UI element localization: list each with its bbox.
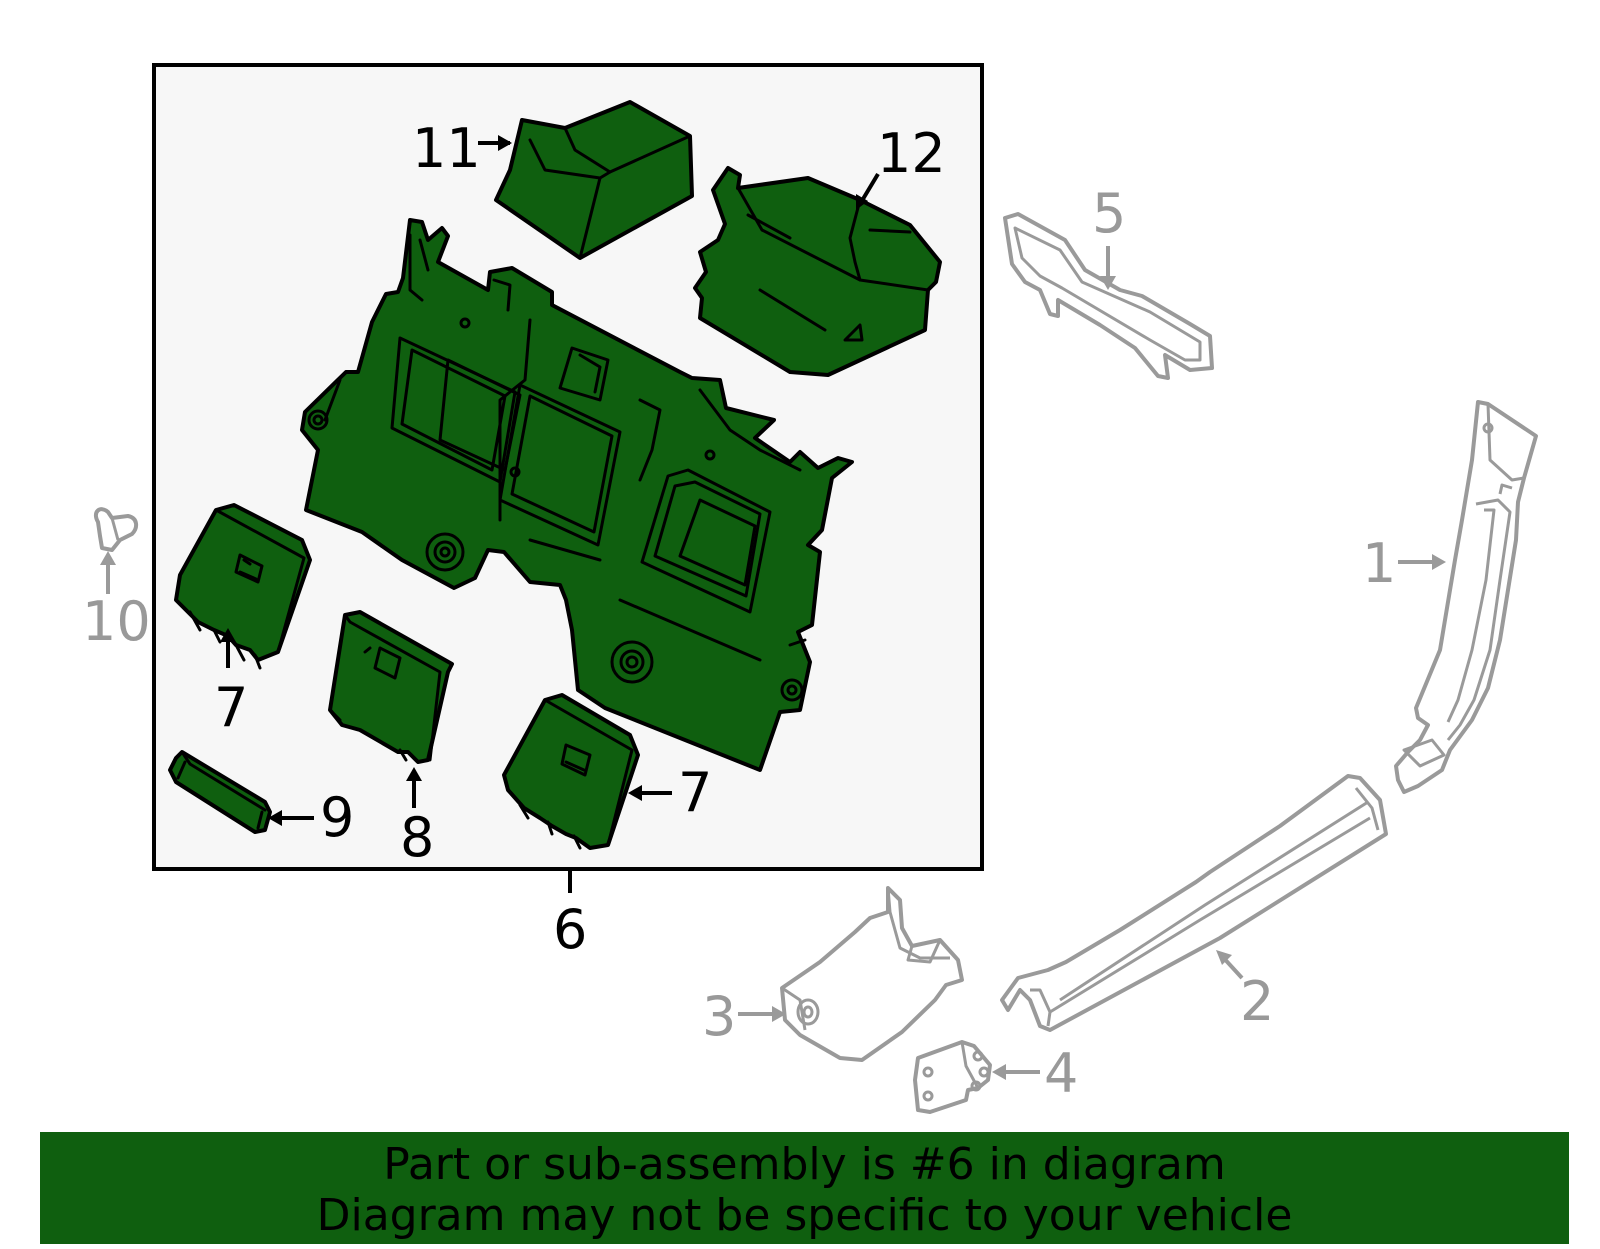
part-7-cover-left[interactable] [174,503,312,670]
part-1-pillar-trim[interactable] [1394,400,1538,794]
callout-5: 5 [1092,182,1126,245]
callout-7-left: 7 [214,676,248,739]
part-2-sill-plate[interactable] [1000,774,1388,1032]
callout-2: 2 [1240,970,1274,1033]
callout-1: 1 [1362,532,1396,595]
info-banner: Part or sub-assembly is #6 in diagram Di… [40,1132,1569,1244]
part-6-rear-panel[interactable] [300,218,854,772]
part-3-bracket[interactable] [780,886,964,1062]
callout-6: 6 [553,898,587,961]
callout-9: 9 [320,786,354,849]
leader-lines-active [220,135,880,893]
callout-3: 3 [702,985,736,1048]
banner-line-1: Part or sub-assembly is #6 in diagram [383,1139,1226,1190]
part-4-bracket[interactable] [913,1040,992,1114]
part-11-insulator[interactable] [494,100,694,260]
banner-line-2: Diagram may not be specific to your vehi… [316,1190,1293,1241]
part-12-bin[interactable] [693,166,942,377]
callout-11: 11 [412,117,481,180]
callout-7-right: 7 [678,761,712,824]
banner-background [40,1132,1569,1244]
part-10-clip[interactable] [93,507,139,552]
callout-8: 8 [400,806,434,869]
callout-12: 12 [877,122,946,185]
part-9-trim[interactable] [168,750,272,834]
callout-10: 10 [82,590,151,653]
part-7-cover-right[interactable] [502,693,640,850]
leader-lines-inactive [100,246,1446,1080]
callout-4: 4 [1044,1042,1078,1105]
part-8-panel[interactable] [328,610,454,764]
